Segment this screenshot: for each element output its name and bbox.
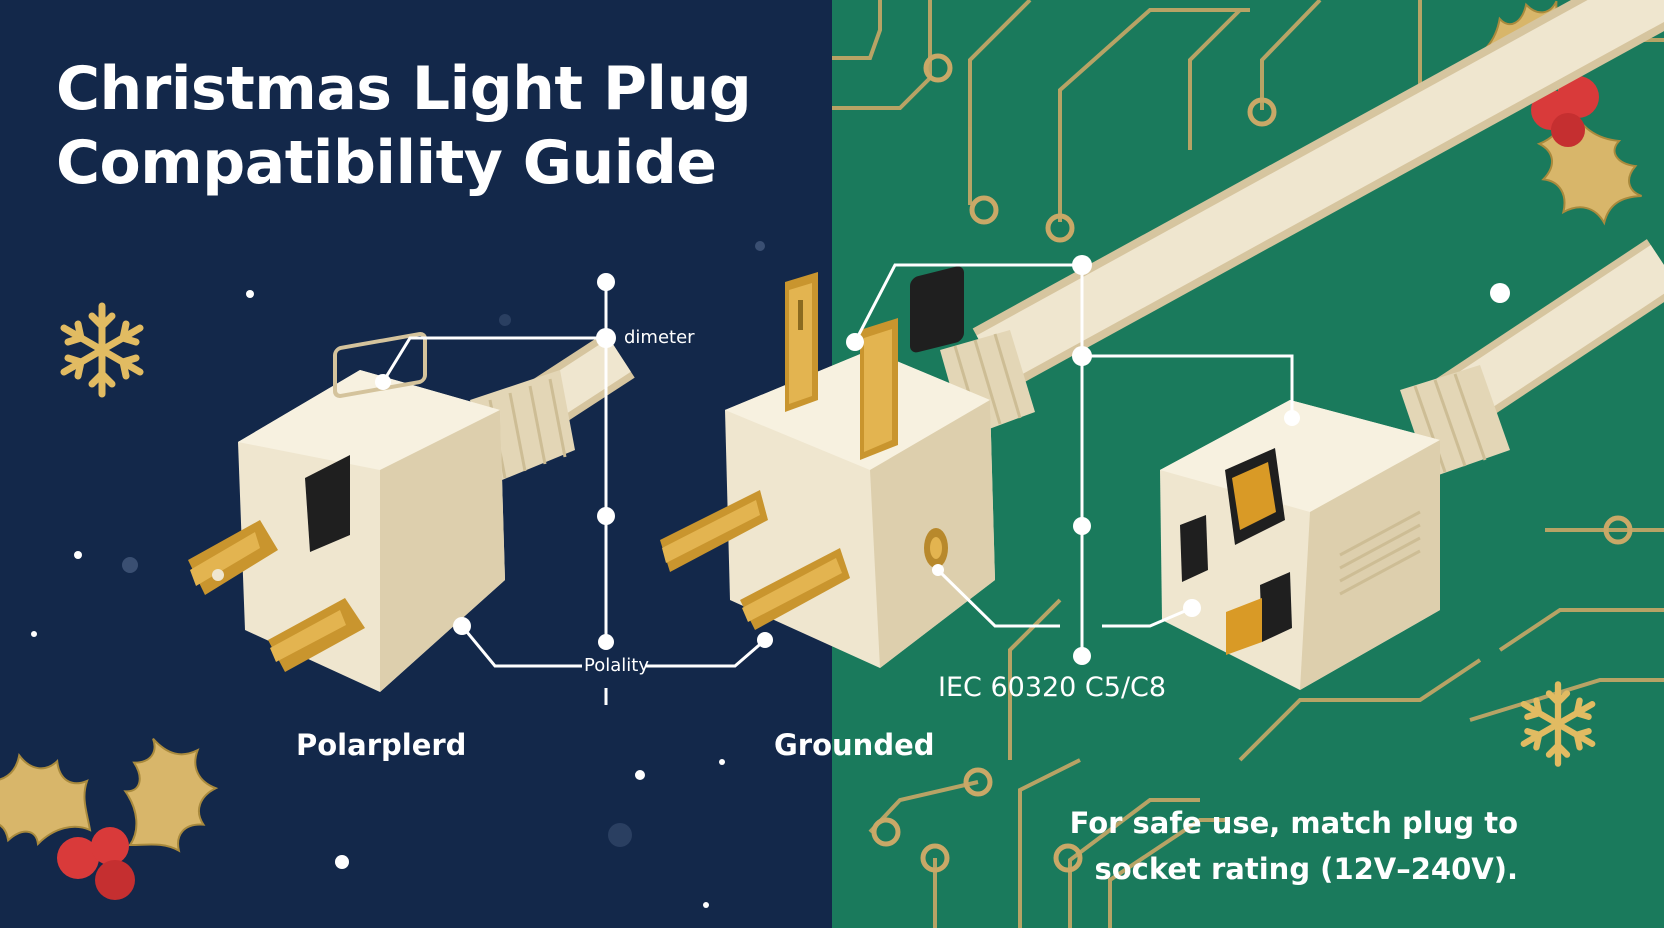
callout-dots	[375, 255, 1300, 665]
iec-connector	[1160, 365, 1510, 690]
title-line-2: Compatibility Guide	[56, 128, 717, 198]
polarized-plug	[188, 331, 575, 692]
callout-polarity: Polality	[584, 655, 649, 676]
page-title: Christmas Light Plug Compatibility Guide	[56, 52, 752, 200]
holly-icon	[0, 723, 233, 900]
circuit-traces	[832, 0, 1664, 928]
grounded-plug	[660, 266, 1035, 668]
safety-note: For safe use, match plug to socket ratin…	[998, 800, 1518, 892]
label-polarized: Polarplerd	[296, 728, 467, 762]
callout-diameter: dimeter	[624, 327, 695, 348]
snow-dots	[31, 283, 1510, 908]
note-line-2: socket rating (12V–240V).	[1094, 852, 1519, 886]
label-iec: IEC 60320 C5/C8	[938, 672, 1167, 703]
note-line-1: For safe use, match plug to	[1069, 806, 1518, 840]
label-grounded: Grounded	[774, 728, 935, 762]
title-line-1: Christmas Light Plug	[56, 54, 752, 124]
callout-lines	[381, 263, 1294, 705]
holly-icon	[1454, 0, 1663, 237]
